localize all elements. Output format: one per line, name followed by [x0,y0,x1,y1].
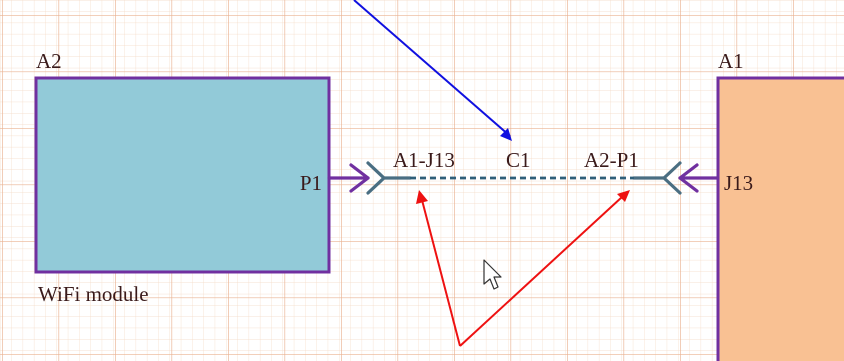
connector-right-icon[interactable] [632,161,682,195]
pin-j13-label: J13 [724,171,753,195]
block-a2-description: WiFi module [38,282,149,306]
block-a1[interactable]: A1 J13 [716,49,844,361]
pin-j13-arrow-icon[interactable] [678,163,720,193]
a1-block[interactable] [716,76,844,361]
annotation-arrow-red-left-icon [416,190,461,347]
arrow-pointer-icon [483,259,502,290]
block-a1-ref: A1 [718,49,744,73]
block-a2[interactable]: A2 WiFi module P1 [34,49,331,306]
annotation-arrow-blue-icon [353,0,512,141]
wire-center-label: C1 [506,148,531,172]
connector-left-icon[interactable] [366,161,412,195]
wifi-module-block[interactable] [34,76,331,274]
annotation-arrow-red-right-icon [459,190,630,347]
wire-right-label: A2-P1 [584,148,639,172]
pin-p1-arrow-icon[interactable] [327,163,370,193]
block-a2-ref: A2 [36,49,62,73]
wire-left-label: A1-J13 [393,148,455,172]
pin-p1-label: P1 [300,171,322,195]
